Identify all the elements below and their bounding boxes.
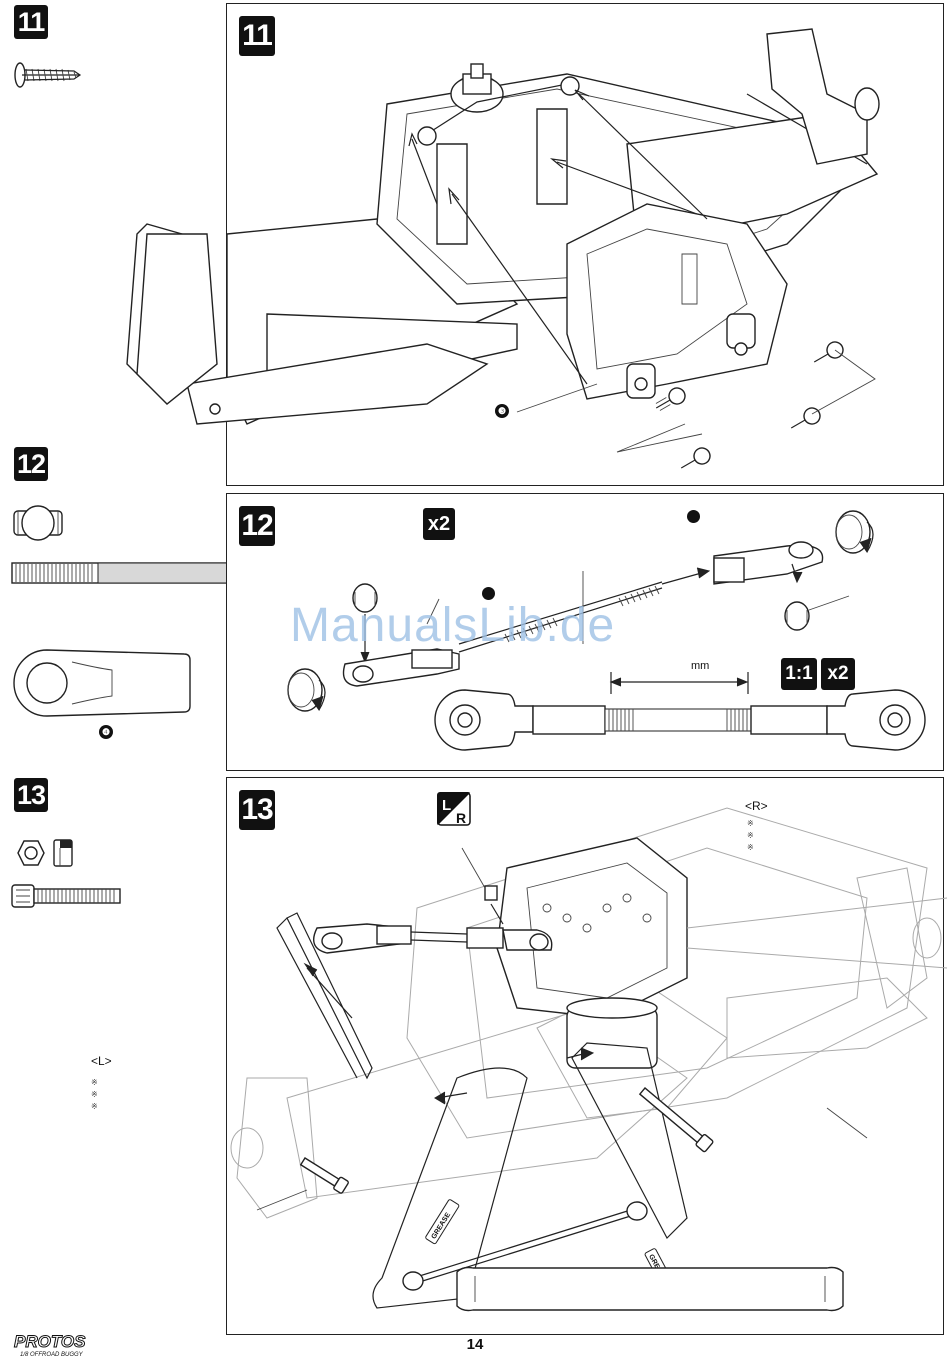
watermark-text: ManualsLib.de [290,598,615,653]
lock-nut-icon [12,836,72,870]
left-note-3: ※ [91,1102,98,1112]
step-13-panel: 13 L R <R> ※ ※ ※ [226,777,944,1335]
page-number: 14 [0,1336,950,1353]
ball-stud-icon [14,505,64,541]
step-11-panel: 11 [226,3,944,486]
side-left-label: <L> [91,1055,112,1067]
step-13-side-badge: 13 [14,778,48,812]
callout-4: ❹ [99,725,113,739]
callout-3: ❸ [495,404,509,418]
step-12-side-badge: 12 [14,447,48,481]
rod-end-icon [12,648,192,718]
dimension-unit: mm [691,661,709,672]
tapping-screw-icon [14,60,84,90]
left-note-1: ※ [91,1078,98,1088]
step-13-chassis-illustration: GREASE GREASE [167,778,943,1334]
scale-quantity-badge: x2 [821,658,855,690]
cap-screw-icon [12,884,124,908]
step-11-chassis-illustration [227,4,943,485]
scale-badge: 1:1 [781,658,817,690]
left-note-2: ※ [91,1090,98,1100]
step-11-side-badge: 11 [14,5,48,39]
